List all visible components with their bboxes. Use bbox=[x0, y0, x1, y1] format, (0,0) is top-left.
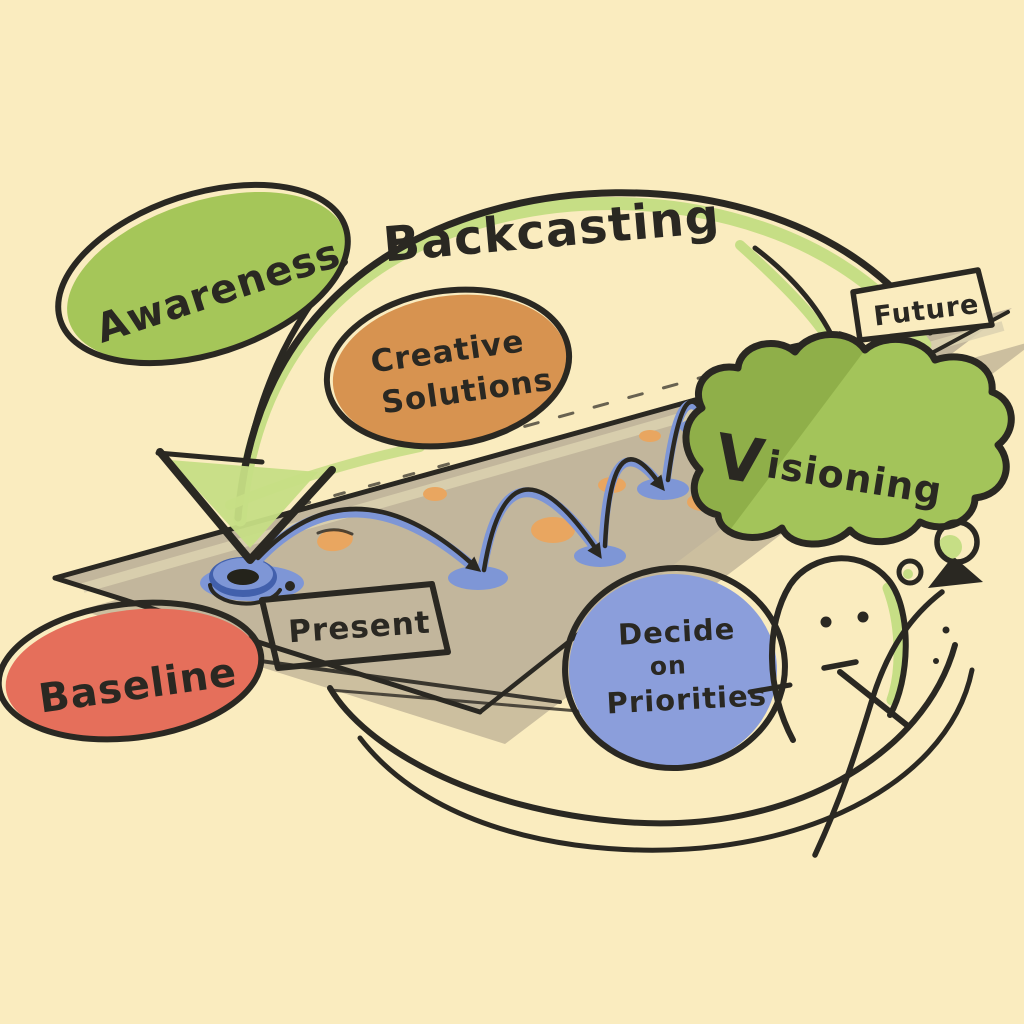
think-arrowhead bbox=[928, 556, 983, 588]
loop-arc bbox=[327, 642, 958, 827]
orange-dot bbox=[531, 517, 575, 543]
big-arrowhead-top bbox=[155, 450, 265, 465]
thought-bubble-tint bbox=[903, 569, 913, 579]
thought-bubble-small bbox=[896, 558, 924, 586]
baseline-bubble: Baseline bbox=[0, 599, 265, 743]
trail-dot bbox=[942, 626, 950, 634]
creative-fill bbox=[332, 294, 568, 446]
visioning-initial: V bbox=[710, 419, 770, 499]
baseline-outline bbox=[0, 599, 265, 743]
cross-stroke bbox=[837, 669, 911, 729]
path-top-edge bbox=[52, 397, 698, 581]
baseline-fill bbox=[5, 608, 261, 740]
blue-splash bbox=[448, 566, 508, 590]
decide-line3: Priorities bbox=[606, 678, 768, 720]
decide-bubble: Decide on Priorities bbox=[562, 564, 793, 772]
thought-bubble-large bbox=[934, 519, 980, 565]
sketch-line bbox=[328, 688, 592, 714]
awareness-bubble: Awareness bbox=[55, 181, 351, 367]
mouth bbox=[821, 659, 859, 671]
creative-solutions-bubble: Creative Solutions bbox=[323, 286, 573, 450]
arc-green-highlight bbox=[233, 197, 932, 527]
head-green-highlight bbox=[882, 582, 905, 706]
awareness-fill bbox=[67, 191, 347, 363]
future-box-frame bbox=[850, 267, 995, 343]
orange-dot bbox=[317, 528, 353, 552]
arc-ink-main bbox=[234, 189, 934, 522]
decide-label: Decide on Priorities bbox=[606, 612, 768, 721]
person-figure bbox=[769, 519, 983, 858]
decide-outline bbox=[562, 564, 788, 772]
decide-line1: Decide bbox=[617, 612, 736, 652]
hop-ink bbox=[602, 457, 659, 549]
present-box-frame bbox=[259, 581, 451, 671]
hop-arrowhead bbox=[465, 556, 482, 573]
path-bottom-edge bbox=[52, 575, 483, 715]
creative-outline bbox=[323, 286, 573, 450]
decide-dash bbox=[747, 682, 793, 695]
hop-ink bbox=[481, 487, 597, 573]
thought-bubbles bbox=[896, 519, 980, 586]
eye-right bbox=[857, 611, 869, 623]
donut-hole bbox=[227, 569, 259, 585]
edge-dashes bbox=[298, 456, 472, 507]
awareness-outline bbox=[55, 181, 351, 367]
backcasting-arc bbox=[155, 189, 934, 564]
thought-bubble-tint bbox=[938, 535, 962, 559]
hop-arrowhead bbox=[649, 474, 665, 492]
loop-arcs bbox=[327, 642, 975, 853]
dot-outline bbox=[316, 528, 354, 536]
head-outline bbox=[769, 555, 909, 743]
decide-line2: on bbox=[649, 650, 687, 681]
visioning-cloud: V isioning bbox=[682, 331, 1015, 548]
hop-ink bbox=[255, 506, 473, 565]
trail-dot bbox=[933, 658, 939, 664]
ink-dot bbox=[285, 581, 295, 591]
decide-fill bbox=[569, 574, 777, 766]
orange-dot bbox=[423, 487, 447, 501]
hop-arrowhead bbox=[587, 541, 602, 559]
loop-arc bbox=[357, 667, 975, 853]
big-arrowhead-outline bbox=[156, 448, 336, 564]
big-arrowhead-fill bbox=[170, 460, 318, 548]
orange-dot bbox=[639, 430, 661, 442]
cloud-outline bbox=[682, 331, 1015, 548]
future-box: Future bbox=[850, 267, 995, 343]
eye-left bbox=[820, 616, 832, 628]
